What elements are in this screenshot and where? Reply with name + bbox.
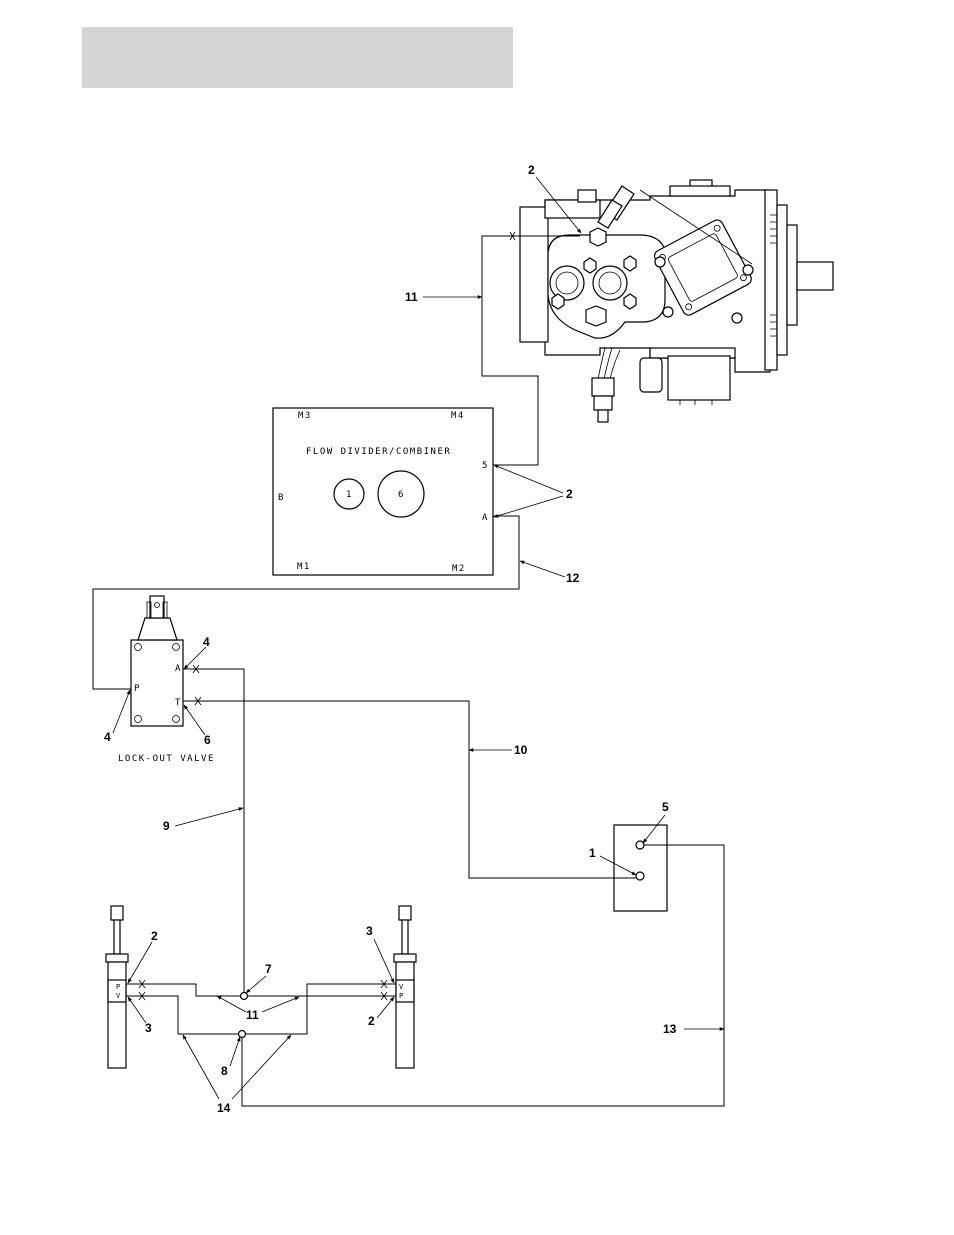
- lv-port-t: T: [175, 698, 182, 708]
- box-port-5: [636, 841, 644, 849]
- cylinder-left: P V: [106, 906, 128, 1068]
- box-port-1: [636, 872, 644, 880]
- callout-box-1: 1: [589, 846, 596, 860]
- cyl-left-label-top: P: [116, 983, 120, 991]
- callout-line-14: 14: [217, 1101, 231, 1115]
- callout-tee-7: 7: [265, 962, 272, 976]
- flow-divider-combiner: M3 M4 FLOW DIVIDER/COMBINER 5 B A 1 6 M1…: [273, 408, 493, 575]
- fd-circle-large-label: 6: [398, 490, 405, 500]
- callout-line-9: 9: [163, 819, 170, 833]
- callout-cyl-right-2: 2: [368, 1014, 375, 1028]
- callout-fd-12: 12: [566, 571, 580, 585]
- callout-tee-8: 8: [221, 1064, 228, 1078]
- callout-box-5: 5: [662, 800, 669, 814]
- fd-port-m4: M4: [451, 411, 465, 421]
- cylinder-right: V P: [394, 906, 416, 1068]
- fd-port-m3: M3: [298, 411, 312, 421]
- callout-fd-2: 2: [566, 487, 573, 501]
- cyl-right-label-bottom: P: [399, 992, 403, 1000]
- fd-port-m2: M2: [452, 564, 466, 574]
- lv-title: LOCK-OUT VALVE: [118, 754, 215, 764]
- fd-port-b: B: [278, 493, 285, 503]
- callout-cyl-left-3: 3: [145, 1021, 152, 1035]
- callout-tee-11: 11: [246, 1008, 259, 1022]
- fd-port-a: A: [482, 513, 489, 523]
- fd-title: FLOW DIVIDER/COMBINER: [306, 447, 451, 457]
- callout-line-10: 10: [514, 743, 528, 757]
- callout-line-13: 13: [663, 1022, 677, 1036]
- pump-assembly: [520, 180, 833, 422]
- tee-8: [239, 1031, 246, 1038]
- lv-port-a: A: [175, 664, 182, 674]
- fd-port-5: 5: [482, 461, 489, 471]
- fd-circle-small-label: 1: [346, 490, 353, 500]
- lv-port-p: P: [134, 684, 141, 694]
- callout-lv-6: 6: [204, 733, 211, 747]
- callout-cyl-right-3: 3: [366, 924, 373, 938]
- callout-cyl-left-2: 2: [151, 929, 158, 943]
- lockout-valve: A T P LOCK-OUT VALVE: [118, 596, 215, 764]
- callout-pump-11: 11: [405, 290, 418, 304]
- tee-7: [241, 993, 248, 1000]
- fd-port-m1: M1: [297, 562, 311, 572]
- callout-pump-2: 2: [528, 163, 535, 177]
- callout-lv-4-top: 4: [203, 635, 210, 649]
- callout-lv-4-bottom: 4: [104, 730, 111, 744]
